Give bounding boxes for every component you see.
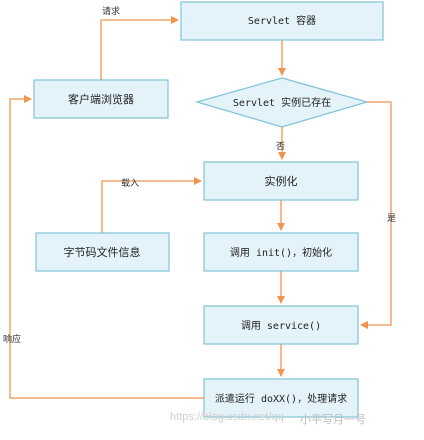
- client-browser-label: 客户端浏览器: [68, 92, 134, 106]
- servlet-exists-label: Servlet 实例已存在: [233, 96, 331, 109]
- dispatch-doxx-node: 派遣运行 doXX()，处理请求: [203, 378, 359, 418]
- load-label: 载入: [121, 177, 139, 189]
- client-browser-node: 客户端浏览器: [33, 79, 169, 119]
- load-arrow: [101, 177, 202, 233]
- yes-label: 是: [387, 213, 396, 224]
- instantiate-node: 实例化: [203, 161, 359, 201]
- response-label: 响应: [3, 333, 21, 345]
- servlet-container-label: Servlet 容器: [248, 14, 316, 27]
- servlet-container-node: Servlet 容器: [180, 1, 384, 41]
- request-arrow: [100, 16, 179, 80]
- dispatch-doxx-label: 派遣运行 doXX()，处理请求: [215, 392, 347, 405]
- yes-arrow: [360, 101, 392, 329]
- bytecode-info-node: 字节码文件信息: [35, 232, 170, 272]
- call-service-node: 调用 service(): [203, 305, 359, 345]
- watermark-author: 小平写月一号: [300, 414, 366, 426]
- call-service-label: 调用 service(): [241, 320, 321, 332]
- bytecode-info-label: 字节码文件信息: [64, 245, 141, 259]
- request-label: 请求: [102, 5, 120, 17]
- call-init-label: 调用 init()，初始化: [230, 246, 332, 259]
- response-arrow: [9, 95, 204, 399]
- call-init-node: 调用 init()，初始化: [203, 232, 359, 272]
- instantiate-label: 实例化: [265, 174, 298, 188]
- servlet-exists-decision: Servlet 实例已存在: [194, 77, 370, 128]
- watermark-url: https://blog.csdn.net/qq: [170, 411, 284, 423]
- no-label: 否: [276, 141, 285, 152]
